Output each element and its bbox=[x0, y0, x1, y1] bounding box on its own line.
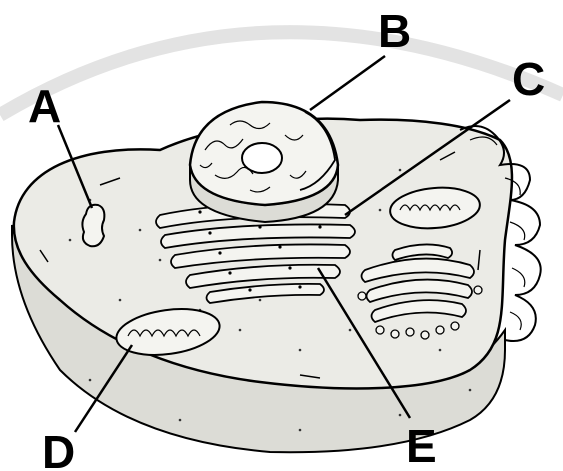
label-d: D bbox=[42, 426, 75, 471]
label-b: B bbox=[378, 5, 411, 57]
label-c: C bbox=[512, 53, 545, 105]
label-e: E bbox=[406, 420, 437, 471]
leader-line-b bbox=[310, 56, 385, 110]
label-a: A bbox=[28, 80, 61, 132]
